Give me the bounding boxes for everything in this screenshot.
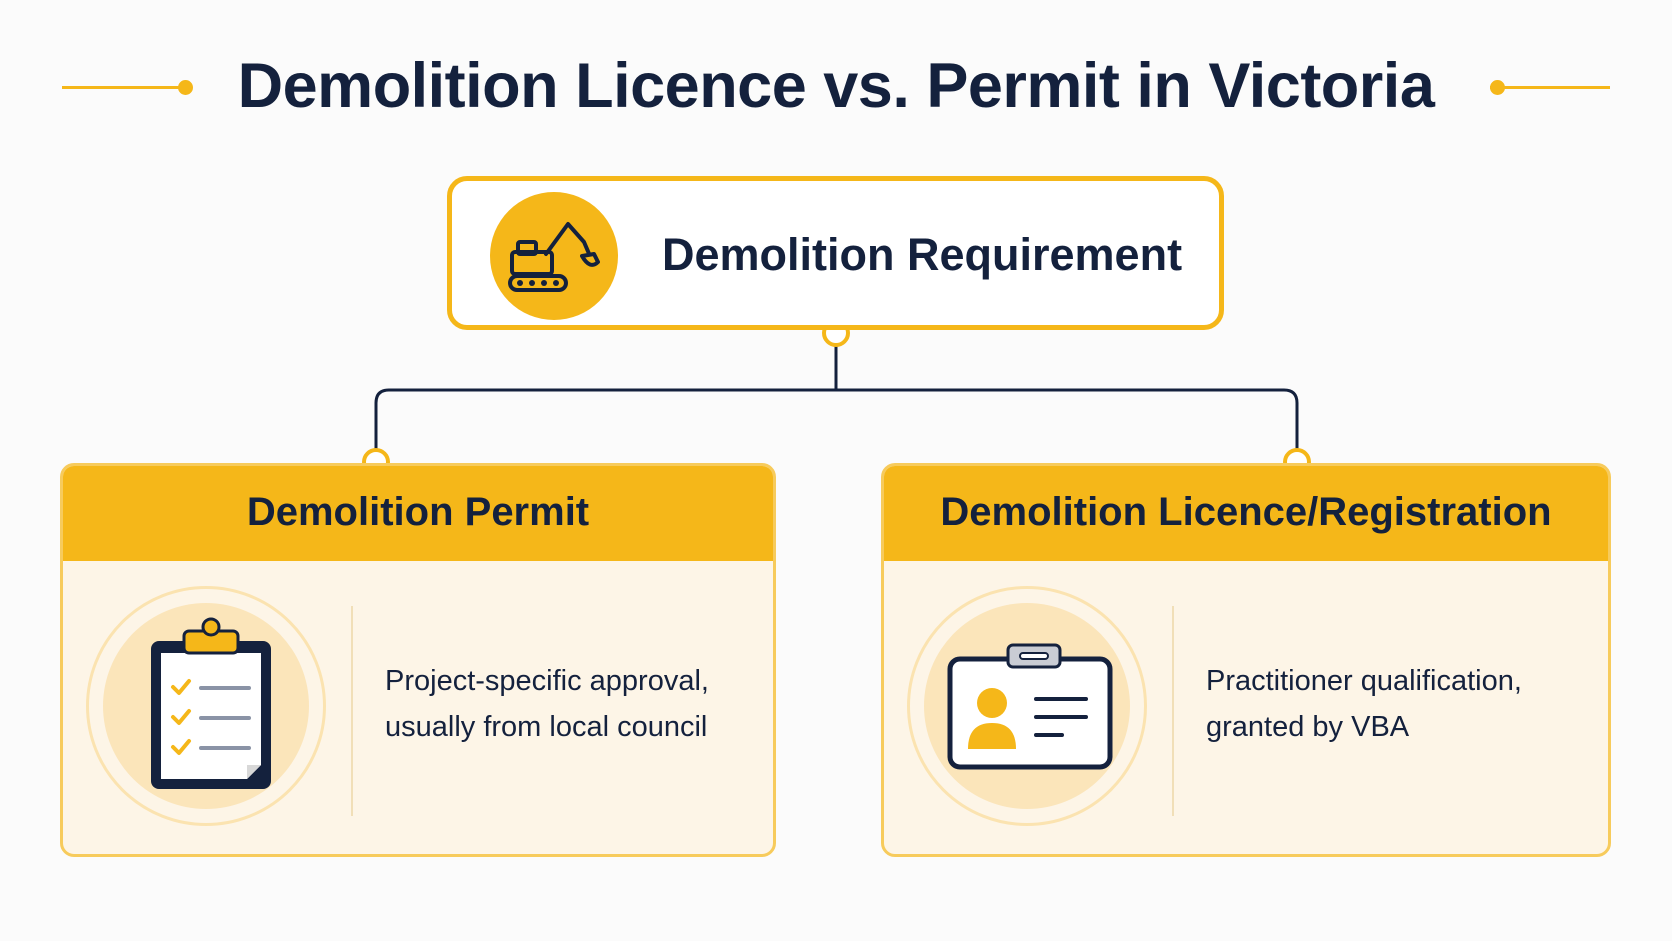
licence-card-title: Demolition Licence/Registration: [940, 490, 1552, 534]
permit-card-title: Demolition Permit: [246, 490, 590, 534]
permit-icon-badge: [86, 586, 326, 826]
title-line-right: [1490, 86, 1610, 89]
licence-description: Practitioner qualification, granted by V…: [1206, 658, 1522, 750]
title-line-left: [62, 86, 182, 89]
licence-card-header: Demolition Licence/Registration: [884, 466, 1608, 561]
permit-description-line: usually from local council: [385, 711, 708, 743]
permit-description-line: Project-specific approval,: [385, 665, 709, 697]
licence-description-line: granted by VBA: [1206, 711, 1410, 743]
excavator-icon: [490, 192, 618, 320]
licence-card-divider: [1172, 606, 1174, 816]
clipboard-checklist-icon: [103, 603, 309, 809]
permit-card: Demolition Permit: [60, 463, 776, 857]
root-card: Demolition Requirement: [447, 176, 1224, 330]
title-row: Demolition Licence vs. Permit in Victori…: [0, 40, 1672, 130]
id-badge-icon: [924, 603, 1130, 809]
permit-card-header: Demolition Permit: [63, 466, 773, 561]
root-label: Demolition Requirement: [662, 229, 1183, 280]
permit-card-divider: [351, 606, 353, 816]
title-dot-left: [178, 80, 193, 95]
licence-card: Demolition Licence/Registration Practiti…: [881, 463, 1611, 857]
licence-icon-badge: [907, 586, 1147, 826]
permit-description: Project-specific approval, usually from …: [385, 658, 709, 750]
page-title: Demolition Licence vs. Permit in Victori…: [237, 51, 1435, 121]
licence-description-line: Practitioner qualification,: [1206, 665, 1522, 697]
